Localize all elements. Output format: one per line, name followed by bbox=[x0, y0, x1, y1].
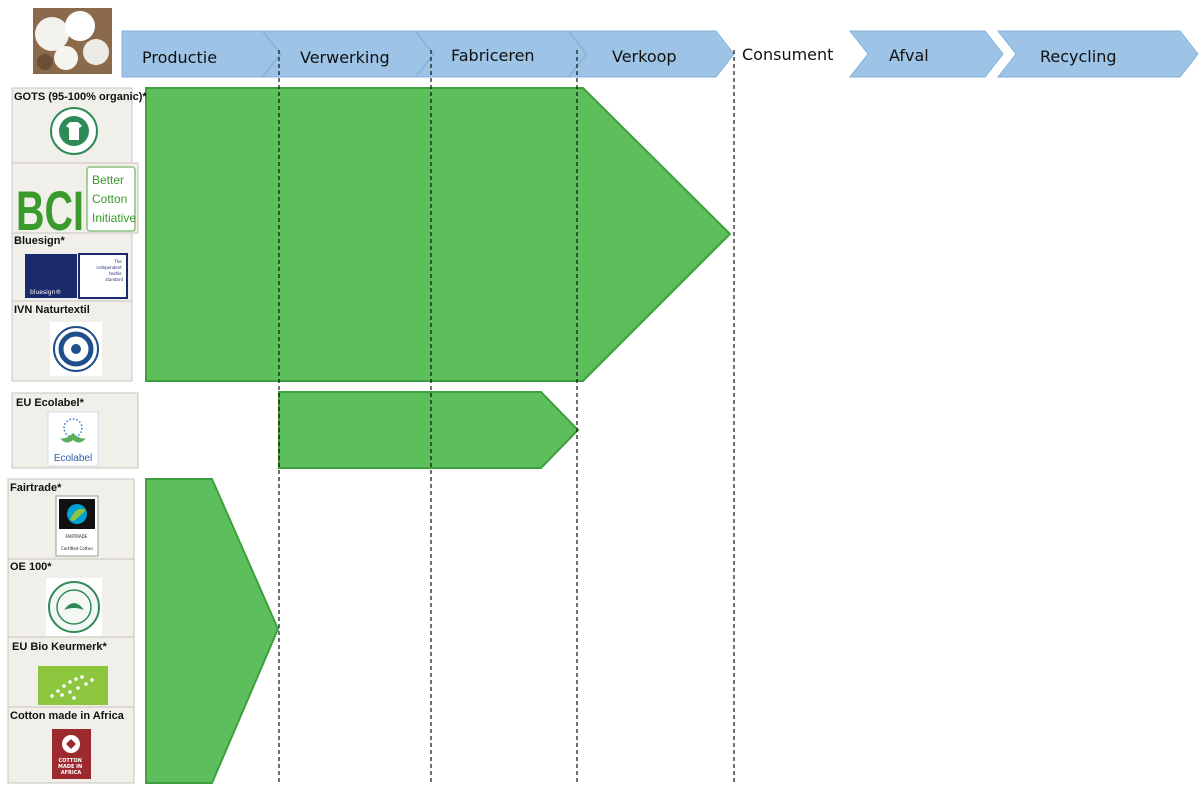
bci-logo-icon: BCI Better Cotton Initiative bbox=[16, 166, 136, 242]
label-oe100: OE 100* bbox=[10, 561, 52, 573]
stage-verwerking bbox=[261, 30, 434, 78]
stage-label-verkoop: Verkoop bbox=[612, 47, 677, 66]
stage-label-fabriceren: Fabriceren bbox=[451, 46, 535, 65]
label-eu-bio: EU Bio Keurmerk* bbox=[12, 641, 107, 653]
label-gots: GOTS (95-100% organic)* bbox=[14, 91, 147, 103]
stage-dividers bbox=[278, 50, 735, 785]
bluesign-tagline-4: standard bbox=[105, 277, 123, 282]
cmia-logo-text-3: AFRICA bbox=[61, 770, 82, 776]
bci-side-line-2: Cotton bbox=[92, 192, 127, 206]
fairtrade-logo-text-1: FAIRTRADE bbox=[65, 534, 87, 539]
bluesign-logo-text: bluesign® bbox=[30, 289, 61, 296]
bluesign-logo-icon: bluesign® The independent textile standa… bbox=[25, 253, 128, 299]
cotton-image bbox=[33, 8, 112, 74]
svg-text:COTTON MADE IN AFR: COTTON MADE IN AFRICA bbox=[58, 758, 84, 776]
fairtrade-logo-icon: FAIRTRADE Certified Cotton bbox=[55, 495, 99, 557]
eu-bio-logo-icon bbox=[38, 666, 108, 705]
stage-bar: Productie Verwerking Fabriceren Verkoop … bbox=[121, 30, 1199, 78]
stage-afval bbox=[848, 30, 1004, 78]
ivn-logo-icon bbox=[50, 322, 102, 376]
label-bluesign: Bluesign* bbox=[14, 235, 65, 247]
bci-side-line-1: Better bbox=[92, 173, 124, 187]
cmia-logo-text-2: MADE IN bbox=[58, 764, 82, 770]
coverage-arrow-ecolabel bbox=[278, 391, 580, 469]
stage-label-recycling: Recycling bbox=[1040, 47, 1117, 66]
stage-label-consument: Consument bbox=[742, 45, 833, 64]
stage-label-productie: Productie bbox=[142, 48, 217, 67]
coverage-arrow-large bbox=[145, 87, 732, 382]
coverage-arrows bbox=[145, 87, 732, 784]
stage-fabriceren bbox=[414, 30, 587, 78]
label-ivn: IVN Naturtextil bbox=[14, 304, 90, 316]
label-fairtrade: Fairtrade* bbox=[10, 482, 62, 494]
stage-label-afval: Afval bbox=[889, 46, 929, 65]
bluesign-tagline-3: textile bbox=[109, 271, 122, 276]
stage-productie bbox=[121, 30, 281, 78]
cmia-logo-text-1: COTTON bbox=[58, 758, 81, 764]
bluesign-tagline-1: The bbox=[113, 259, 122, 264]
cmia-logo-icon: COTTON MADE IN AFRICA bbox=[52, 729, 91, 779]
stage-recycling bbox=[996, 30, 1199, 78]
svg-text:The independent te: The independent textile standard bbox=[96, 259, 123, 282]
bci-side-line-3: Initiative bbox=[92, 211, 136, 225]
stage-verkoop bbox=[567, 30, 735, 78]
label-cmia: Cotton made in Africa bbox=[10, 710, 125, 722]
coverage-arrow-productie bbox=[145, 478, 280, 784]
svg-text:FAIRTRADE Certified Cott: FAIRTRADE Certified Cotton bbox=[61, 534, 93, 551]
svg-text:Better Cotton Init: Better Cotton Initiative bbox=[92, 173, 136, 225]
label-eu-ecolabel: EU Ecolabel* bbox=[16, 397, 85, 409]
gots-logo-icon bbox=[50, 107, 98, 155]
bluesign-tagline-2: independent bbox=[96, 265, 122, 270]
stage-label-verwerking: Verwerking bbox=[300, 48, 390, 67]
ecolabel-logo-icon: Ecolabel bbox=[47, 411, 99, 467]
oe100-logo-icon bbox=[46, 578, 102, 636]
fairtrade-logo-text-2: Certified Cotton bbox=[61, 546, 93, 551]
bci-logo-text: BCI bbox=[16, 179, 84, 242]
ecolabel-logo-text: Ecolabel bbox=[54, 453, 92, 464]
